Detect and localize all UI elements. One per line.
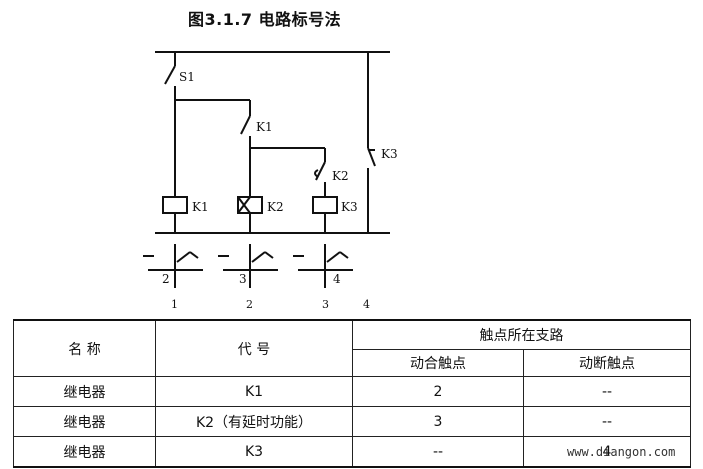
header-make: 动合触点: [352, 349, 524, 377]
k1-contact-label: K1: [256, 120, 273, 134]
coil-k1-label: K1: [192, 200, 209, 214]
row-make: --: [352, 436, 524, 468]
ref-k2: [218, 244, 278, 288]
ref-k2-number: 3: [239, 272, 247, 286]
s1-label: S1: [179, 70, 195, 84]
row-break: --: [523, 376, 691, 407]
coil-k3: [312, 196, 338, 214]
s1-switch: [164, 65, 176, 85]
row-name: 继电器: [13, 406, 156, 437]
row-code: K2（有延时功能）: [155, 406, 353, 437]
branch-number-4: 4: [363, 298, 370, 311]
ref-k3-number: 4: [333, 272, 341, 286]
row-break: 4: [523, 436, 691, 468]
contact-table: 名 称 代 号 触点所在支路 动合触点 动断触点 继电器 K1 2 -- 继电器…: [13, 319, 691, 468]
header-branch: 触点所在支路: [352, 319, 691, 350]
header-break: 动断触点: [523, 349, 691, 377]
watermark: www.diangon.com: [567, 445, 676, 459]
row-code: K3: [155, 436, 353, 468]
row-name: 继电器: [13, 376, 156, 407]
k2-contact-label: K2: [332, 169, 349, 183]
header-name: 名 称: [13, 319, 156, 377]
circuit-diagram: S1 K1 K2 K3 K1 K2 K3 2 3 4 1 2 3 4: [143, 51, 398, 311]
k1-contact: [240, 115, 251, 135]
row-make: 3: [352, 406, 524, 437]
coil-k2-label: K2: [267, 200, 284, 214]
header-code: 代 号: [155, 319, 353, 377]
branch-number-2: 2: [246, 298, 253, 311]
table-row: 继电器 K3 -- 4: [13, 436, 691, 468]
branch-number-1: 1: [171, 298, 178, 311]
ref-k1: [143, 244, 203, 288]
figure-title: 图3.1.7 电路标号法: [188, 10, 342, 29]
branch-number-3: 3: [322, 298, 329, 311]
coil-k3-label: K3: [341, 200, 358, 214]
row-break: --: [523, 406, 691, 437]
row-make: 2: [352, 376, 524, 407]
ref-k1-number: 2: [162, 272, 170, 286]
k3-contact-label: K3: [381, 147, 398, 161]
row-name: 继电器: [13, 436, 156, 468]
coil-k1: [162, 196, 188, 214]
table-row: 继电器 K1 2 --: [13, 376, 691, 407]
row-code: K1: [155, 376, 353, 407]
coil-k2: [237, 196, 263, 214]
table-row: 继电器 K2（有延时功能） 3 --: [13, 406, 691, 437]
ref-k3: [293, 244, 353, 288]
